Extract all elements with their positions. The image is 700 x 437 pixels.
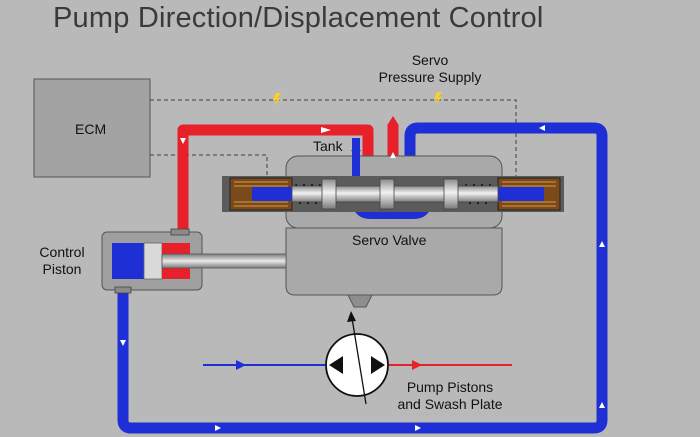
servo-label-line1: Servo xyxy=(411,52,449,68)
tank-label: Tank xyxy=(313,138,343,154)
ecm-signal-wires xyxy=(150,99,517,182)
electric-signal-icon xyxy=(434,92,442,105)
pump-housing xyxy=(285,227,503,296)
ecm-label: ECM xyxy=(75,121,107,137)
pump-symbol-icon xyxy=(325,333,389,397)
swash-plate-arrow-shaft xyxy=(351,317,367,405)
servo-valve-label: Servo Valve xyxy=(352,232,427,248)
flow-arrow-icon xyxy=(412,360,422,370)
pressure-supply-arrow xyxy=(388,116,398,124)
port-fitting xyxy=(170,228,190,236)
control-label-line2: Piston xyxy=(42,261,82,277)
right-armature xyxy=(496,187,544,201)
tank-arrow xyxy=(351,150,361,157)
control-piston-rod xyxy=(161,253,287,269)
spool-lands xyxy=(321,178,459,210)
pump-triangle-left xyxy=(329,356,343,374)
servo-label-line2: Pressure Supply xyxy=(378,69,482,85)
case-drain-nozzle xyxy=(347,294,373,308)
page-title: Pump Direction/Displacement Control xyxy=(53,2,544,34)
pump-pistons-label: Pump Pistons and Swash Plate xyxy=(380,379,520,413)
ecm-box xyxy=(33,78,151,178)
return-line-loop xyxy=(117,122,608,434)
centering-springs xyxy=(295,183,491,205)
control-piston-chamber-blue xyxy=(112,243,144,279)
control-piston-head xyxy=(143,242,163,280)
swash-plate-arrow-head xyxy=(347,311,356,322)
pump-label-line1: Pump Pistons xyxy=(406,379,494,395)
left-armature xyxy=(252,187,296,201)
pump-label-line2: and Swash Plate xyxy=(397,396,503,412)
control-piston-label: Control Piston xyxy=(22,244,102,278)
servo-pressure-label: Servo Pressure Supply xyxy=(360,52,500,86)
flow-arrow-icon xyxy=(236,360,246,370)
flow-arrow-icon xyxy=(120,125,605,431)
pump-triangle-right xyxy=(371,356,385,374)
control-label-line1: Control xyxy=(39,244,85,260)
electric-signal-icon xyxy=(273,93,281,106)
port-fitting xyxy=(114,286,132,294)
solenoid-windings xyxy=(234,181,556,207)
